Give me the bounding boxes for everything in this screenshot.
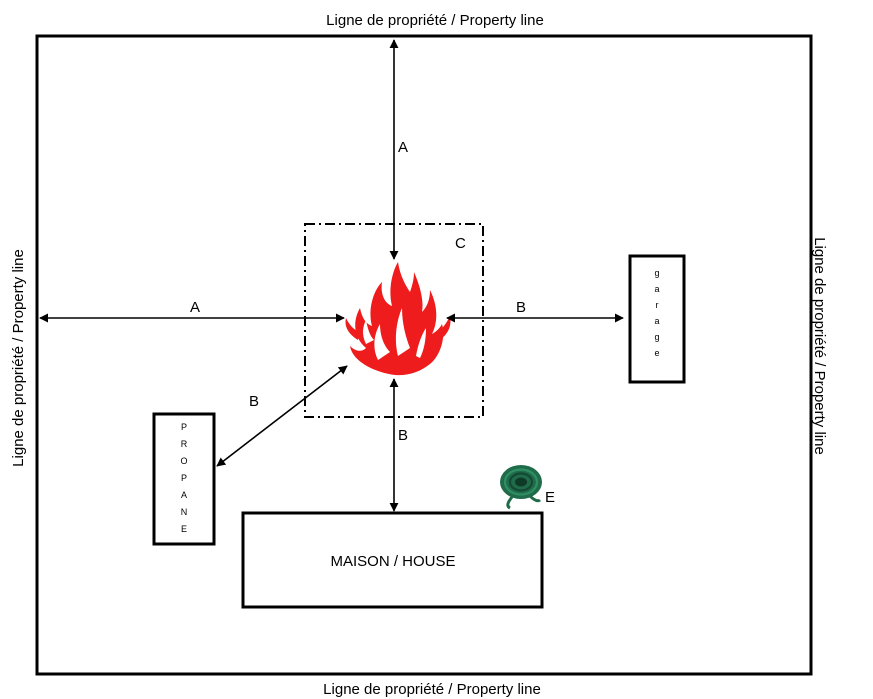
propane-letter: P <box>181 473 187 483</box>
house-label: MAISON / HOUSE <box>330 553 455 570</box>
zone-label-c: C <box>455 235 466 252</box>
hose-label-e: E <box>545 489 555 506</box>
fire-icon <box>345 262 451 376</box>
propane-letter: E <box>181 524 187 534</box>
property-line-label-bottom: Ligne de propriété / Property line <box>323 681 541 698</box>
garage-letter: a <box>654 284 659 294</box>
propane-label: P R O P A N E <box>180 422 187 534</box>
distance-label-b-garage: B <box>516 299 526 316</box>
propane-letter: A <box>181 490 187 500</box>
garage-label: g a r a g e <box>654 268 659 358</box>
distance-label-b-house: B <box>398 427 408 444</box>
propane-letter: R <box>181 439 188 449</box>
garage-letter: g <box>654 332 659 342</box>
property-boundary <box>35 34 813 676</box>
propane-letter: O <box>180 456 187 466</box>
fire-icon-highlights <box>363 308 426 360</box>
garage-letter: e <box>654 348 659 358</box>
distance-label-a-left: A <box>190 299 200 316</box>
property-line-label-left: Ligne de propriété / Property line <box>10 249 27 467</box>
distance-arrow-b-propane <box>216 365 348 467</box>
property-line-label-right: Ligne de propriété / Property line <box>811 237 828 455</box>
garden-hose-icon <box>500 465 542 510</box>
propane-letter: N <box>181 507 188 517</box>
property-line-label-top: Ligne de propriété / Property line <box>326 12 544 29</box>
propane-letter: P <box>181 422 187 432</box>
propane-tank-box <box>152 412 216 546</box>
distance-label-b-propane: B <box>249 393 259 410</box>
garage-letter: a <box>654 316 659 326</box>
house-box <box>241 511 544 609</box>
distance-label-a-top: A <box>398 139 408 156</box>
garage-letter: r <box>656 300 659 310</box>
garage-box <box>628 254 686 384</box>
garage-letter: g <box>654 268 659 278</box>
